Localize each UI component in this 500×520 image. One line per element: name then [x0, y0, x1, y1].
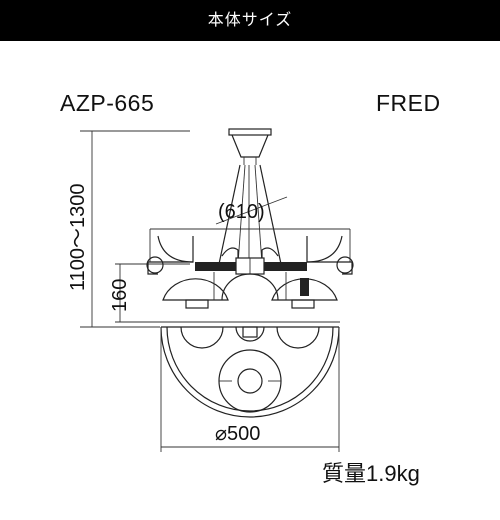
weight-label: 質量1.9kg	[322, 461, 420, 486]
header-title: 本体サイズ	[207, 12, 293, 29]
product-name: FRED	[376, 90, 441, 116]
ceiling-canopy	[228, 128, 272, 165]
model-number: AZP-665	[60, 90, 155, 116]
fixture-height-label: 160	[109, 279, 131, 312]
middle-shades	[160, 272, 340, 323]
fixture-height-dimension: 160	[109, 263, 190, 323]
diameter-label: ⌀500	[215, 423, 260, 445]
span-label: (610)	[218, 201, 265, 223]
overall-height-dimension: 1100～1300	[67, 130, 190, 328]
upper-shades	[146, 235, 354, 275]
hub-bar	[195, 257, 307, 275]
span-dimension: (610)	[149, 196, 351, 262]
header-bar: 本体サイズ	[0, 0, 500, 41]
diameter-dimension: ⌀500	[160, 327, 340, 452]
lower-bowl	[160, 326, 340, 418]
height-range-label: 1100～1300	[67, 184, 89, 292]
